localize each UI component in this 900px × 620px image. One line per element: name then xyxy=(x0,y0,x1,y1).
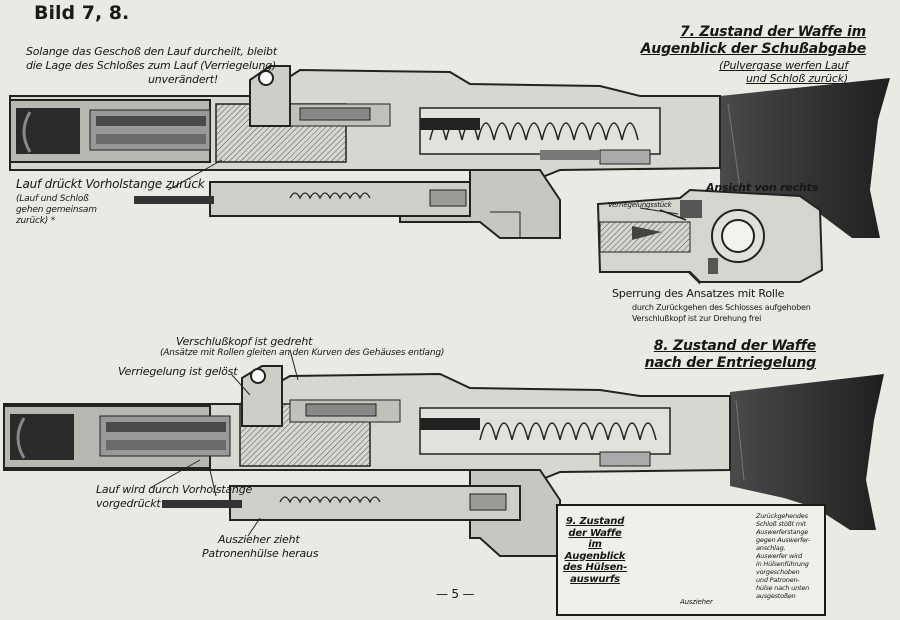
lock-caption-line3: Verschlußkopf ist zur Drehung frei xyxy=(632,314,762,323)
fig7-barrel-note: Lauf drückt Vorholstange zurück xyxy=(16,177,205,191)
fig7-subheading-line2: und Schloß zurück) xyxy=(746,72,848,85)
fig9-heading: 9. Zustand der Waffe im Augenblick des H… xyxy=(562,516,628,585)
fig8-extractor-note-line2: Patronenhülse heraus xyxy=(202,547,319,560)
fig8-head-note-line1: Verschlußkopf ist gedreht xyxy=(176,335,313,348)
leader-lines xyxy=(149,159,701,537)
fig9-side-note: Zurückgehendes Schloß stößt mit Auswerfe… xyxy=(756,512,810,600)
fig9-side-note-line3: Auswerferstange xyxy=(756,528,809,536)
fig7-lock-note-line2: die Lage des Schloßes zum Lauf (Verriege… xyxy=(26,59,277,72)
fig7-lock-note-line3: unverändert! xyxy=(148,73,219,86)
fig8-head-note-line2: (Ansätze mit Rollen gleiten an den Kurve… xyxy=(160,348,445,358)
fig7-weapon-drawing xyxy=(9,65,890,239)
fig9-heading-line5: des Hülsen- xyxy=(562,562,628,573)
fig9-side-note-line5: anschlag. xyxy=(756,544,786,552)
fig7-heading-line1: 7. Zustand der Waffe im xyxy=(680,24,866,40)
fig9-heading-line6: auswurfs xyxy=(570,573,620,585)
right-view-label: Ansicht von rechts xyxy=(706,181,818,194)
fig7-subheading-line1: (Pulvergase werfen Lauf xyxy=(719,59,848,72)
fig9-side-note-line8: vorgeschoben xyxy=(756,568,800,576)
fig9-heading-line3: im xyxy=(588,539,602,550)
fig8-unlocked-note: Verriegelung ist gelöst xyxy=(118,365,238,378)
fig7-right-view-detail xyxy=(596,188,824,283)
fig9-heading-line4: Augenblick xyxy=(564,550,626,562)
fig7-heading-line2: Augenblick der Schußabgabe xyxy=(640,41,867,57)
fig7-barrel-note-line2: (Lauf und Schloß xyxy=(16,194,89,204)
lock-caption-line2: durch Zurückgehen des Schlosses aufgehob… xyxy=(632,303,811,312)
fig9-side-note-line6: Auswerfer wird xyxy=(756,552,803,560)
fig8-heading-line1: 8. Zustand der Waffe xyxy=(653,338,817,354)
fig7-barrel-note-line3: gehen gemeinsam xyxy=(16,205,97,215)
fig9-side-note-line9: und Patronen- xyxy=(756,576,800,584)
fig8-barrel-note-line2: vorgedrückt xyxy=(96,497,161,510)
fig9-inset-frame xyxy=(556,504,826,616)
fig8-weapon-drawing xyxy=(3,365,884,557)
fig9-side-note-line2: Schloß stößt mit xyxy=(756,520,806,528)
fig9-side-note-line4: gegen Auswerfer- xyxy=(756,536,811,544)
fig9-heading-line1: 9. Zustand xyxy=(565,516,625,527)
fig9-extractor-label: Auszieher xyxy=(680,598,713,606)
fig8-barrel-note-line1: Lauf wird durch Vorholstange xyxy=(96,483,253,496)
fig9-side-note-line11: ausgestoßen xyxy=(756,592,796,600)
page-number: — 5 — xyxy=(436,587,475,601)
fig9-side-note-line1: Zurückgehendes xyxy=(756,512,808,520)
figure-title: Bild 7, 8. xyxy=(34,2,130,24)
fig8-heading-line2: nach der Entriegelung xyxy=(644,355,817,371)
lock-caption-line1: Sperrung des Ansatzes mit Rolle xyxy=(612,287,785,300)
locking-piece-label: Verriegelungsstück xyxy=(608,201,672,209)
fig9-heading-line2: der Waffe xyxy=(568,527,622,539)
fig9-side-note-line7: in Hülsenführung xyxy=(756,560,809,568)
fig7-lock-note-line1: Solange das Geschoß den Lauf durcheilt, … xyxy=(26,45,277,58)
fig7-barrel-note-line4: zurück) * xyxy=(16,216,56,226)
fig8-extractor-note-line1: Auszieher zieht xyxy=(218,533,300,546)
fig9-side-note-line10: hülse nach unten xyxy=(756,584,810,592)
